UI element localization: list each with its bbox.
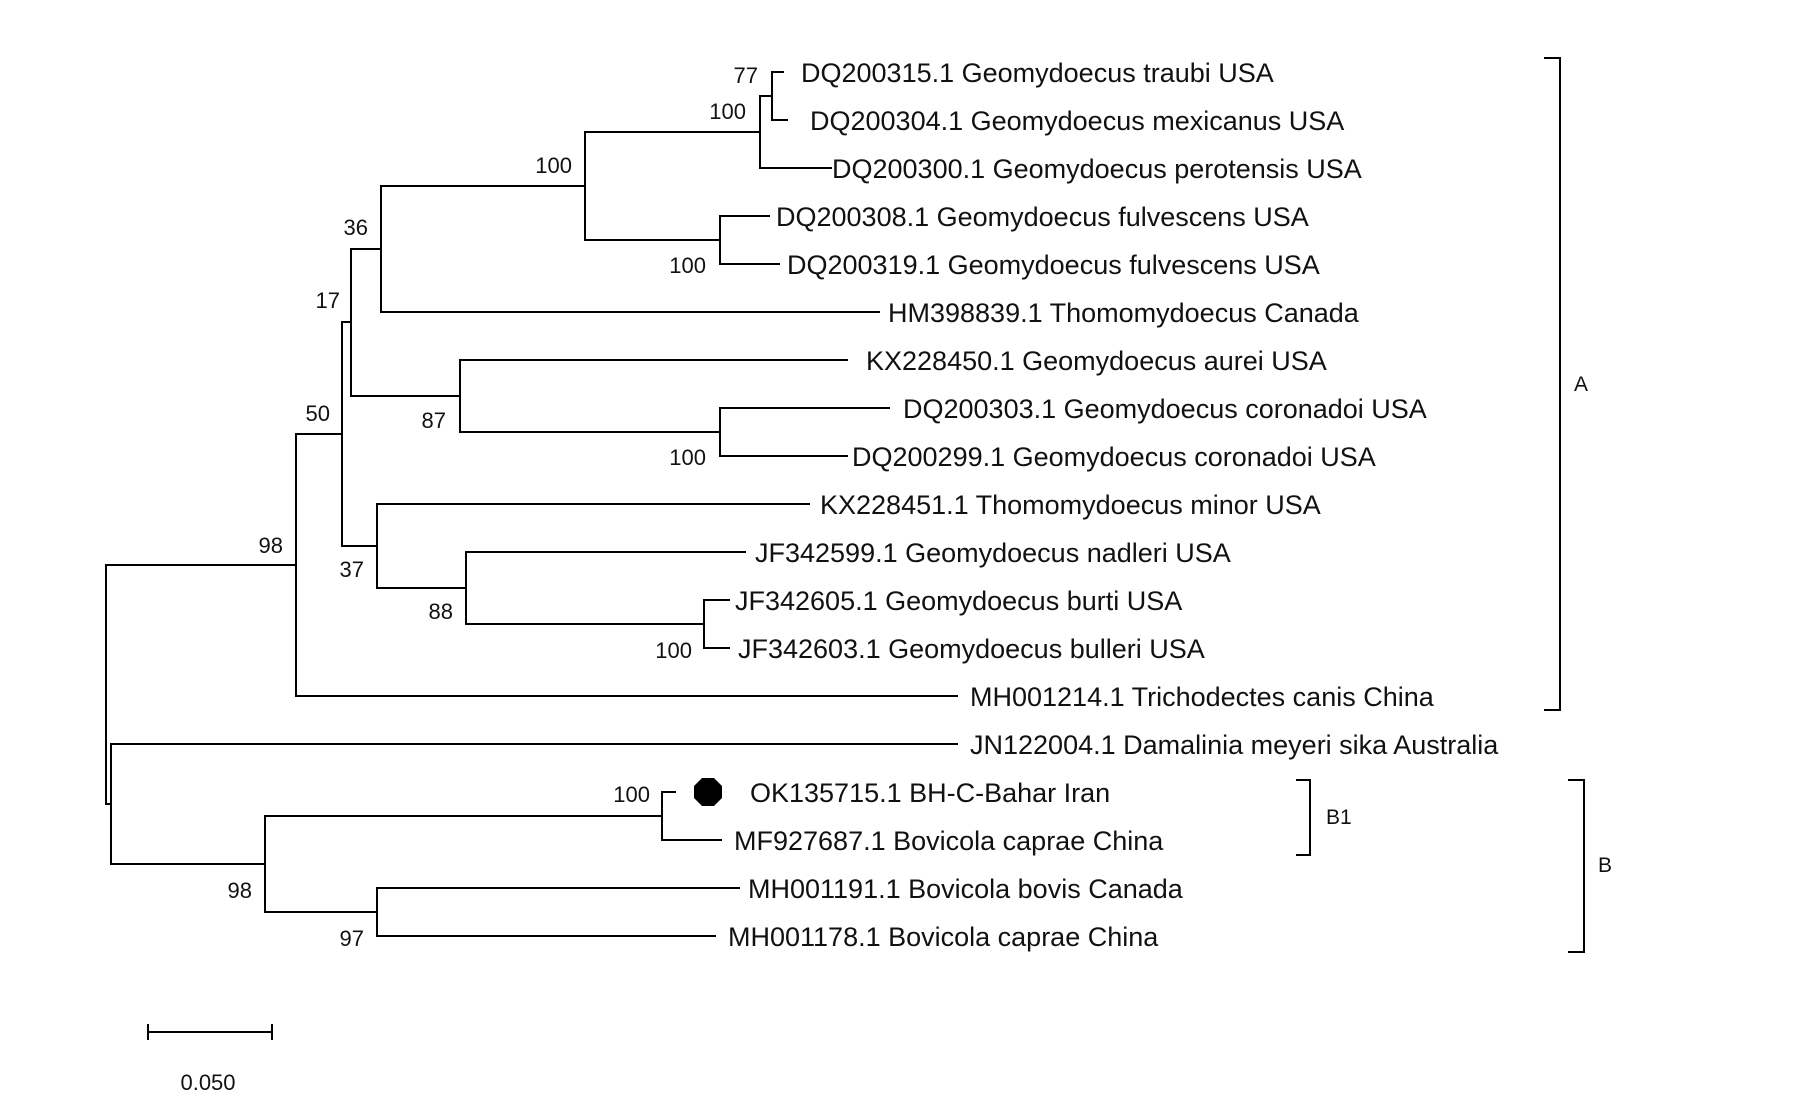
bootstrap-value: 87: [422, 408, 446, 433]
bootstrap-value: 97: [340, 926, 364, 951]
bootstrap-value: 100: [669, 445, 706, 470]
highlight-octagon-icon: [694, 778, 722, 806]
leaf-label: OK135715.1 BH-C-Bahar Iran: [750, 778, 1110, 808]
clade-label-a: A: [1574, 373, 1588, 396]
leaf-label: JF342599.1 Geomydoecus nadleri USA: [755, 538, 1231, 568]
bootstrap-value: 100: [613, 782, 650, 807]
branch-aurei-coronadoi: [459, 359, 848, 433]
bootstrap-value: 100: [709, 99, 746, 124]
bootstrap-value: 50: [306, 401, 330, 426]
branch-geomydoecus-group: [584, 131, 760, 241]
leaf-label: MH001191.1 Bovicola bovis Canada: [748, 874, 1184, 904]
clade-label-b: B: [1598, 854, 1612, 877]
branch-bovis-caprae: [376, 887, 740, 937]
leaf-label: MF927687.1 Bovicola caprae China: [734, 826, 1164, 856]
leaf-label: MH001214.1 Trichodectes canis China: [970, 682, 1435, 712]
scale-bar: 0.050: [147, 1024, 273, 1095]
branch-minor-group: [376, 503, 810, 589]
bootstrap-value: 88: [429, 599, 453, 624]
bootstrap-value: 36: [344, 215, 368, 240]
clade-bracket-a: [1544, 57, 1561, 711]
bootstrap-value: 98: [228, 878, 252, 903]
leaf-label: DQ200303.1 Geomydoecus coronadoi USA: [903, 394, 1427, 424]
branch-fulvescens-pair: [719, 215, 780, 265]
leaf-label: JN122004.1 Damalinia meyeri sika Austral…: [970, 730, 1499, 760]
bootstrap-value: 100: [669, 253, 706, 278]
branch-node-50: [341, 321, 377, 547]
tree-branches: [105, 71, 958, 937]
leaf-label: KX228450.1 Geomydoecus aurei USA: [866, 346, 1327, 376]
bootstrap-value: 100: [535, 153, 572, 178]
clade-label-b1: B1: [1326, 806, 1352, 829]
leaf-label: DQ200304.1 Geomydoecus mexicanus USA: [810, 106, 1344, 136]
branch-node-98-b: [264, 815, 662, 913]
leaf-label: DQ200315.1 Geomydoecus traubi USA: [801, 58, 1274, 88]
branch-traubi-mexicanus: [771, 71, 788, 121]
branch-burti-bulleri: [703, 599, 730, 649]
bootstrap-value: 100: [655, 638, 692, 663]
leaf-label: JF342603.1 Geomydoecus bulleri USA: [738, 634, 1205, 664]
branch-root: [105, 564, 296, 805]
bootstrap-value: 98: [259, 533, 283, 558]
leaf-labels: DQ200315.1 Geomydoecus traubi USA DQ2003…: [728, 58, 1499, 952]
bootstrap-values: 77 100 100 100 36 17 87 100 50 37 88 100…: [228, 63, 758, 951]
bootstrap-value: 37: [340, 557, 364, 582]
leaf-label: HM398839.1 Thomomydoecus Canada: [888, 298, 1360, 328]
bootstrap-value: 77: [734, 63, 758, 88]
leaf-label: DQ200300.1 Geomydoecus perotensis USA: [832, 154, 1362, 184]
leaf-label: DQ200299.1 Geomydoecus coronadoi USA: [852, 442, 1376, 472]
bootstrap-value: 17: [316, 288, 340, 313]
leaf-label: KX228451.1 Thomomydoecus minor USA: [820, 490, 1321, 520]
branch-node-17: [350, 248, 460, 397]
clade-bracket-b: [1568, 779, 1585, 953]
leaf-label: DQ200308.1 Geomydoecus fulvescens USA: [776, 202, 1309, 232]
leaf-label: JF342605.1 Geomydoecus burti USA: [735, 586, 1182, 616]
scale-bar-label: 0.050: [180, 1070, 235, 1095]
clade-bracket-b1: [1296, 779, 1311, 856]
clade-brackets: A B1 B: [1296, 57, 1612, 953]
leaf-label: MH001178.1 Bovicola caprae China: [728, 922, 1159, 952]
leaf-label: DQ200319.1 Geomydoecus fulvescens USA: [787, 250, 1320, 280]
